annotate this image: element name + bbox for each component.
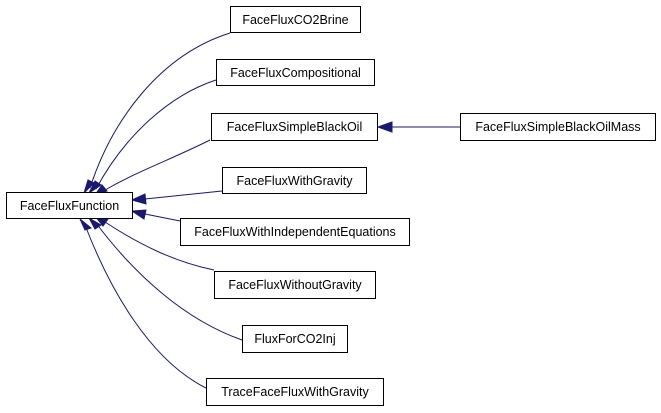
node-label: TraceFaceFluxWithGravity bbox=[221, 385, 369, 399]
edge-mass-arrowhead bbox=[376, 121, 393, 133]
node-face-flux-simple-black-oil-mass[interactable]: FaceFluxSimpleBlackOilMass bbox=[460, 113, 656, 141]
node-label: FluxForCO2Inj bbox=[254, 332, 335, 346]
edge-simpleblackoil-to-root bbox=[104, 139, 211, 191]
edge-co2inj-to-root bbox=[95, 222, 243, 341]
node-label: FaceFluxFunction bbox=[20, 199, 119, 213]
node-trace-face-flux-with-gravity[interactable]: TraceFaceFluxWithGravity bbox=[206, 378, 384, 406]
edge-co2brine-arrowhead bbox=[83, 179, 95, 194]
node-face-flux-function[interactable]: FaceFluxFunction bbox=[6, 192, 133, 219]
edge-withgravity-arrowhead bbox=[130, 193, 147, 205]
edge-co2inj-arrowhead bbox=[87, 216, 102, 230]
node-label: FaceFluxWithGravity bbox=[237, 174, 354, 188]
node-label: FaceFluxWithIndependentEquations bbox=[194, 225, 396, 239]
node-face-flux-with-gravity[interactable]: FaceFluxWithGravity bbox=[222, 167, 367, 194]
edge-trace-arrowhead bbox=[79, 218, 93, 231]
edge-independent-arrowhead bbox=[130, 209, 147, 220]
edge-withgravity-to-root bbox=[144, 190, 223, 200]
edge-compositional-to-root bbox=[95, 79, 217, 190]
edge-withoutgravity-to-root bbox=[104, 221, 215, 271]
edge-co2brine-to-root bbox=[89, 32, 231, 189]
node-flux-for-co2-inj[interactable]: FluxForCO2Inj bbox=[242, 325, 348, 353]
node-label: FaceFluxWithoutGravity bbox=[228, 278, 362, 292]
node-label: FaceFluxSimpleBlackOil bbox=[227, 120, 362, 134]
node-label: FaceFluxSimpleBlackOilMass bbox=[475, 120, 640, 134]
edge-trace-to-root bbox=[84, 224, 207, 389]
node-face-flux-co2-brine[interactable]: FaceFluxCO2Brine bbox=[230, 6, 361, 33]
node-label: FaceFluxCO2Brine bbox=[242, 13, 348, 27]
node-face-flux-compositional[interactable]: FaceFluxCompositional bbox=[216, 59, 375, 86]
edge-independent-to-root bbox=[144, 213, 181, 222]
node-face-flux-with-independent-equations[interactable]: FaceFluxWithIndependentEquations bbox=[180, 218, 410, 246]
node-face-flux-without-gravity[interactable]: FaceFluxWithoutGravity bbox=[214, 271, 376, 299]
edges bbox=[79, 32, 460, 389]
edge-compositional-arrowhead bbox=[87, 180, 102, 195]
node-face-flux-simple-black-oil[interactable]: FaceFluxSimpleBlackOil bbox=[211, 113, 378, 141]
node-label: FaceFluxCompositional bbox=[230, 66, 361, 80]
